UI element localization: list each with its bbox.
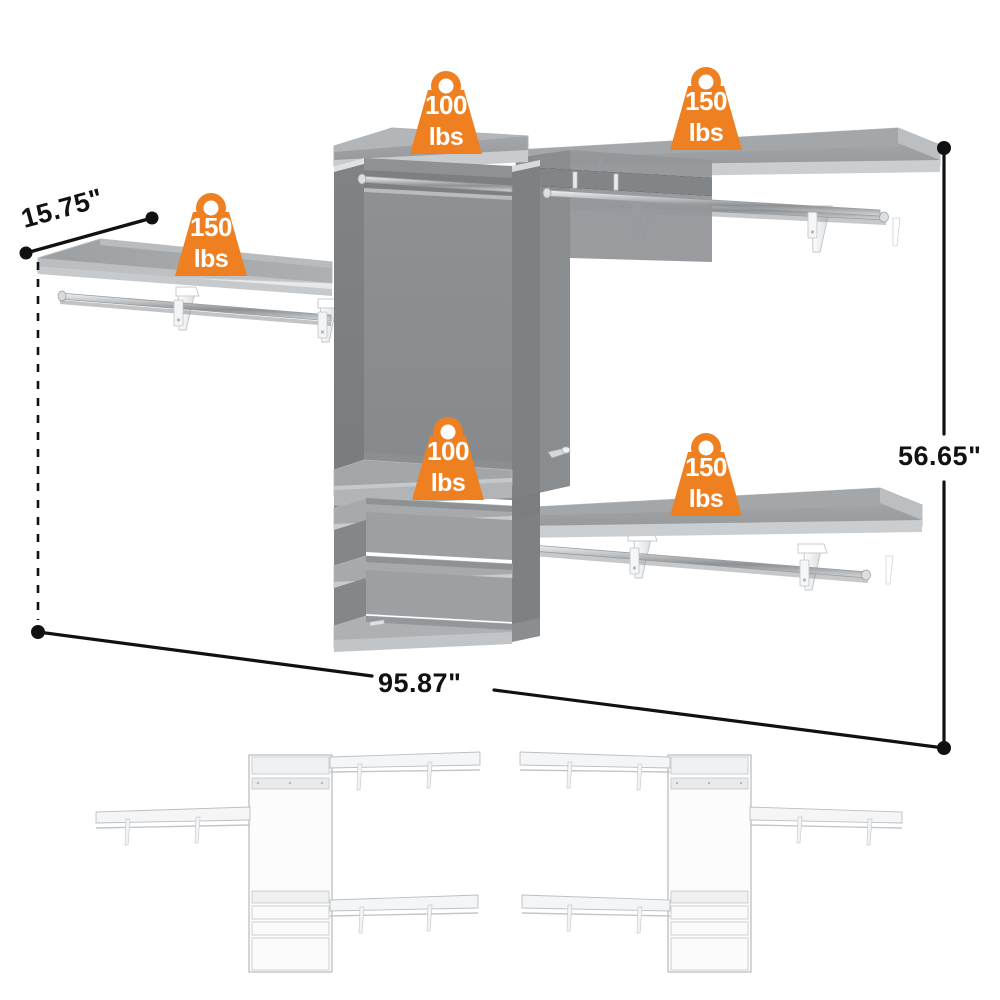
weight-badge-mid-right: 150 lbs [658,428,754,520]
weight-badge-top-right: 150 lbs [658,62,754,154]
weight-value: 150 [685,452,727,482]
weight-badge-top-center: 100 lbs [398,66,494,158]
weight-value: 100 [427,436,469,466]
weight-value: 150 [685,86,727,116]
thumbnail-layout-b [519,751,903,973]
height-dimension-label: 56.65" [898,441,982,471]
weight-badge-mid-center: 100 lbs [400,412,496,504]
weight-icon [175,193,247,276]
weight-unit: lbs [430,469,466,497]
weight-value: 100 [425,90,467,120]
weight-value: 150 [190,212,232,242]
weight-icon [670,433,742,516]
weight-icon [410,71,482,154]
weight-unit: lbs [193,245,229,273]
weight-icon [670,67,742,150]
weight-icon [412,417,484,500]
weight-unit: lbs [688,485,724,513]
weight-badge-left: 150 lbs [163,188,259,280]
weight-unit: lbs [428,123,464,151]
width-dimension-label: 95.87" [378,668,462,698]
dimension-annotations [19,141,951,755]
weight-unit: lbs [688,119,724,147]
thumbnail-layout-a [95,751,481,973]
